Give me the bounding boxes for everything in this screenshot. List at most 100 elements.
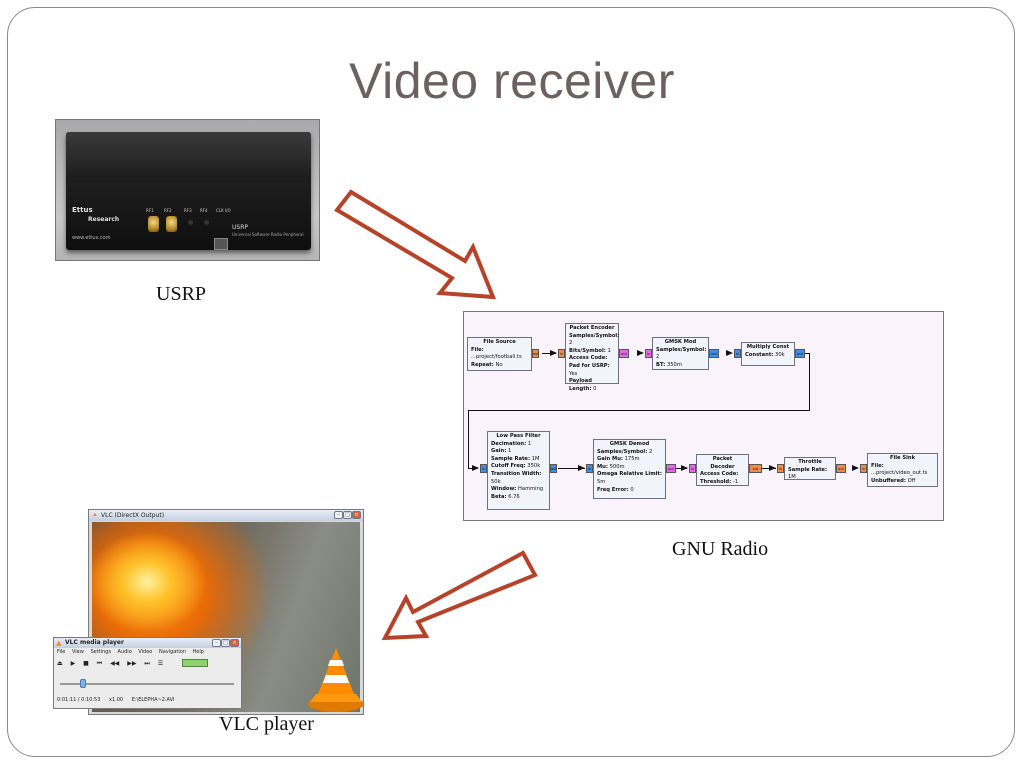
port-out[interactable]: out: [709, 349, 719, 358]
param-key: Bits/Symbol:: [569, 347, 606, 354]
param-value: 1: [607, 347, 611, 354]
rewind-icon[interactable]: ◀◀: [110, 660, 120, 667]
playlist-icon[interactable]: ☰: [157, 660, 164, 667]
param-key: Samples/Symbol:: [656, 346, 707, 353]
port-in[interactable]: in: [689, 464, 696, 473]
param-key: Access Code:: [569, 355, 608, 362]
param-value: Off: [907, 477, 916, 484]
seek-handle[interactable]: [80, 679, 86, 688]
param-value: Hamming: [518, 486, 544, 493]
menu-item-audio[interactable]: Audio: [117, 649, 132, 655]
port-in[interactable]: in: [860, 464, 867, 473]
port-in[interactable]: in: [734, 349, 741, 358]
param-value: No: [495, 361, 503, 368]
port-in[interactable]: in: [558, 349, 565, 358]
slide-title: Video receiver: [349, 53, 675, 109]
param-key: Sample Rate:: [491, 455, 531, 462]
block-multiply-const[interactable]: Multiply Const Constant: 30k: [741, 342, 795, 366]
port-out[interactable]: out: [836, 464, 846, 473]
gnu-radio-caption: GNU Radio: [672, 538, 769, 560]
param-value: 2: [648, 448, 653, 455]
block-gmsk-demod[interactable]: GMSK Demod Samples/Symbol: 2 Gain Mu: 17…: [593, 439, 666, 499]
usrp-brand-research: Research: [88, 216, 120, 223]
playback-speed: x1.00: [109, 697, 124, 703]
param-value: 1: [507, 448, 512, 455]
vlc-status-bar: 0:01:11 / 0:10:53 x1.00 E:\ELEPHA~2.AVI: [57, 697, 182, 703]
param-value: 2: [656, 354, 660, 361]
param-value: 1: [527, 440, 532, 447]
menu-item-navigation[interactable]: Navigation: [158, 649, 186, 655]
maximize-icon[interactable]: □: [221, 639, 230, 647]
block-low-pass-filter[interactable]: Low Pass Filter Decimation: 1 Gain: 1 Sa…: [487, 431, 550, 510]
volume-bar[interactable]: [182, 659, 208, 667]
param-key: Gain Mu:: [597, 456, 623, 463]
param-key: Omega Relative Limit:: [597, 471, 662, 478]
block-title: Low Pass Filter: [496, 433, 541, 439]
param-value: 350k: [527, 463, 541, 470]
param-value: 1M: [788, 474, 796, 481]
port-out[interactable]: out: [666, 464, 676, 473]
vlc-controls: ⏏ ▶ ■ ⏮ ◀◀ ▶▶ ⏭ ☰: [57, 660, 169, 668]
param-value: 0: [630, 486, 634, 493]
param-key: Transition Width:: [491, 470, 542, 477]
block-file-source[interactable]: File Source File: ...project/football.ts…: [467, 337, 532, 371]
flow-arrowheads: [472, 350, 859, 471]
port-out[interactable]: out: [550, 464, 557, 473]
port-out[interactable]: out: [795, 349, 805, 358]
previous-icon[interactable]: ⏮: [96, 660, 103, 667]
menu-item-settings[interactable]: Settings: [90, 649, 111, 655]
menu-item-view[interactable]: View: [71, 649, 84, 655]
fast-forward-icon[interactable]: ▶▶: [127, 660, 137, 667]
arrow-gnu-to-vlc: [381, 550, 538, 641]
vlc-cone-icon: ▲: [56, 639, 62, 647]
block-packet-encoder[interactable]: Packet Encoder Samples/Symbol: 2 Bits/Sy…: [565, 323, 619, 392]
block-title: File Source: [483, 339, 516, 345]
eject-icon[interactable]: ⏏: [57, 660, 63, 667]
port-in[interactable]: in: [645, 349, 652, 358]
maximize-icon[interactable]: □: [343, 511, 352, 519]
block-gmsk-mod[interactable]: GMSK Mod Samples/Symbol: 2 BT: 350m: [652, 337, 709, 370]
port-in[interactable]: in: [586, 464, 593, 473]
block-packet-decoder[interactable]: Packet Decoder Access Code: Threshold: -…: [696, 454, 749, 486]
param-value: 350m: [666, 361, 682, 368]
seek-track[interactable]: [60, 683, 234, 685]
port-out[interactable]: out: [749, 464, 762, 473]
param-key: Threshold:: [700, 478, 732, 485]
close-icon[interactable]: ×: [352, 511, 361, 519]
usrp-caption: USRP: [156, 283, 207, 305]
param-value: ...project/football.ts: [471, 354, 522, 361]
param-value: Yes: [569, 370, 578, 377]
minimize-icon[interactable]: –: [212, 639, 221, 647]
menu-item-help[interactable]: Help: [192, 649, 204, 655]
block-title: GMSK Demod: [609, 441, 650, 447]
wire: [805, 353, 809, 354]
block-title: Packet Encoder: [569, 325, 615, 331]
stop-icon[interactable]: ■: [83, 660, 89, 667]
vlc-cone-logo: [308, 648, 364, 712]
block-throttle[interactable]: Throttle Sample Rate: 1M: [784, 457, 836, 480]
port-out[interactable]: out: [619, 349, 629, 358]
port-label: RF1: [146, 208, 154, 213]
port-in[interactable]: in: [480, 464, 487, 473]
param-key: File:: [471, 346, 484, 353]
vlc-media-player-window[interactable]: VLC media player ▲ – □ × File View Setti…: [53, 637, 242, 709]
next-icon[interactable]: ⏭: [144, 660, 150, 667]
param-value: ...project/video_out.ts: [871, 470, 928, 477]
block-file-sink[interactable]: File Sink File: ...project/video_out.ts …: [867, 453, 938, 487]
block-title: File Sink: [889, 455, 916, 461]
param-value: 5m: [597, 478, 606, 485]
minimize-icon[interactable]: –: [334, 511, 343, 519]
param-value: 6.76: [508, 493, 520, 500]
port-label: RF2: [164, 208, 172, 213]
vlc-directx-titlebar: VLC (DirectX Output): [89, 510, 363, 521]
menu-item-file[interactable]: File: [57, 649, 66, 655]
param-value: 30k: [775, 351, 785, 358]
param-key: Payload Length:: [569, 378, 592, 392]
port-in[interactable]: in: [777, 464, 784, 473]
menu-item-video[interactable]: Video: [138, 649, 153, 655]
close-icon[interactable]: ×: [230, 639, 239, 647]
vlc-caption: VLC player: [219, 713, 314, 735]
play-icon[interactable]: ▶: [70, 660, 76, 667]
port-out[interactable]: out: [532, 349, 539, 358]
param-value: -1: [732, 478, 739, 485]
